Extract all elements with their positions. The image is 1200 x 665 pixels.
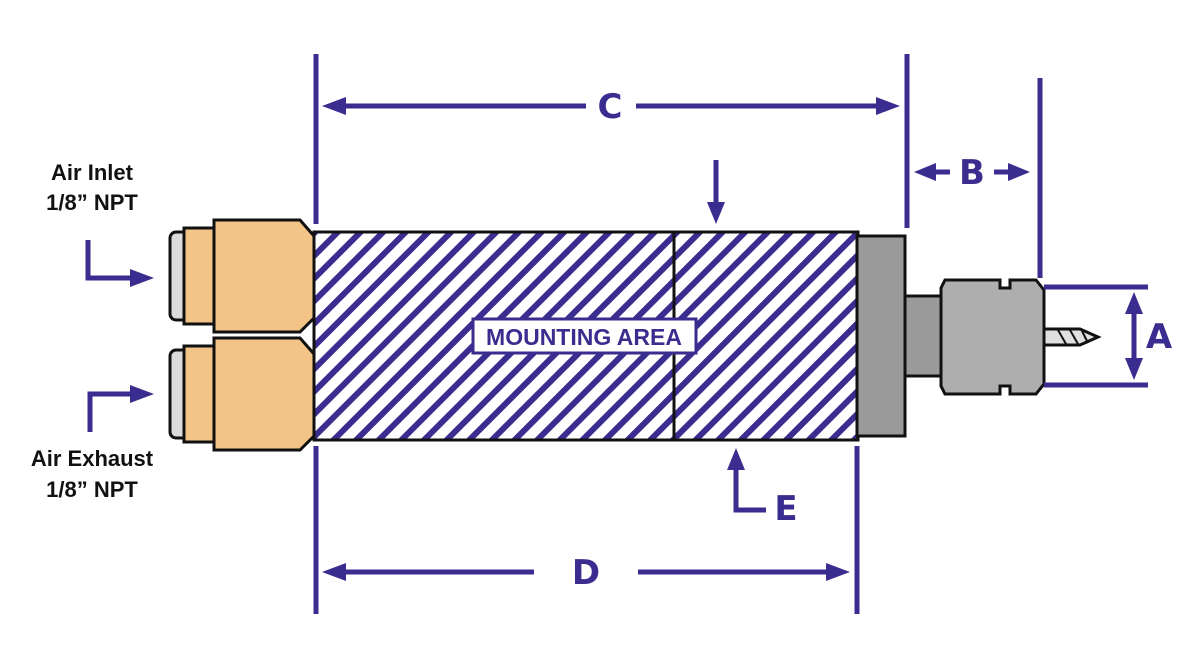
air-exhaust-size-label: 1/8” NPT (46, 477, 138, 502)
air-inlet-fitting (168, 218, 316, 334)
mounting-top-arrow-icon (707, 160, 725, 224)
dimension-b (914, 163, 1030, 181)
dimension-b-label: B (959, 153, 985, 193)
spindle-nose (855, 234, 1046, 438)
air-inlet-label: Air Inlet (51, 160, 134, 185)
spindle-body (312, 230, 860, 442)
dimension-c-label: C (598, 87, 623, 127)
dimension-e (727, 448, 766, 513)
dimension-d (322, 563, 850, 581)
collet-nut (939, 278, 1046, 396)
dimension-c (322, 97, 900, 115)
dimension-e-label: E (774, 489, 797, 529)
dimension-a-label: A (1146, 317, 1173, 357)
dimension-d-label: D (572, 553, 600, 593)
air-inlet-size-label: 1/8” NPT (46, 190, 138, 215)
drill-bit-icon (1042, 327, 1102, 347)
mounting-area-label: MOUNTING AREA (471, 317, 698, 355)
air-exhaust-label: Air Exhaust (31, 446, 154, 471)
mounting-area-text: MOUNTING AREA (486, 324, 682, 350)
air-exhaust-fitting (168, 336, 316, 452)
dimension-a (1125, 292, 1143, 380)
arrow-right-icon (85, 240, 154, 287)
arrow-left-icon (87, 385, 154, 432)
